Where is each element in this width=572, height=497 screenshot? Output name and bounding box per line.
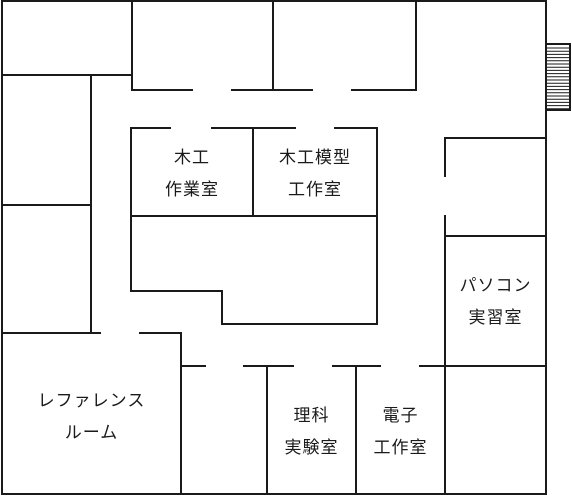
room-science-lab: 理科 実験室 [267, 400, 356, 464]
outer-wall [1, 0, 547, 495]
room-woodwork-workshop: 木工 作業室 [131, 142, 253, 206]
room-label-line: 理科 [293, 406, 330, 426]
room-reference-room: レファレンス ルーム [2, 385, 181, 449]
walls [1, 0, 547, 495]
room-label-line: 実習室 [468, 308, 523, 328]
room-label-line: 木工模型 [279, 148, 351, 168]
room-label-line: 実験室 [284, 438, 339, 458]
room-label-line: パソコン [459, 276, 532, 296]
room-label-line: 工作室 [288, 180, 342, 200]
room-label-line: 木工 [174, 148, 210, 168]
room-label-line: レファレンス [37, 391, 146, 411]
room-woodwork-model-workshop: 木工模型 工作室 [253, 142, 377, 206]
room-electronics-workshop: 電子 工作室 [356, 400, 445, 464]
room-label-line: ルーム [64, 423, 119, 443]
room-pc-lab: パソコン 実習室 [445, 270, 546, 334]
room-label-line: 作業室 [165, 180, 219, 200]
room-label-line: 電子 [382, 406, 419, 426]
room-label-line: 工作室 [373, 438, 428, 458]
stairs-icon [545, 43, 571, 111]
